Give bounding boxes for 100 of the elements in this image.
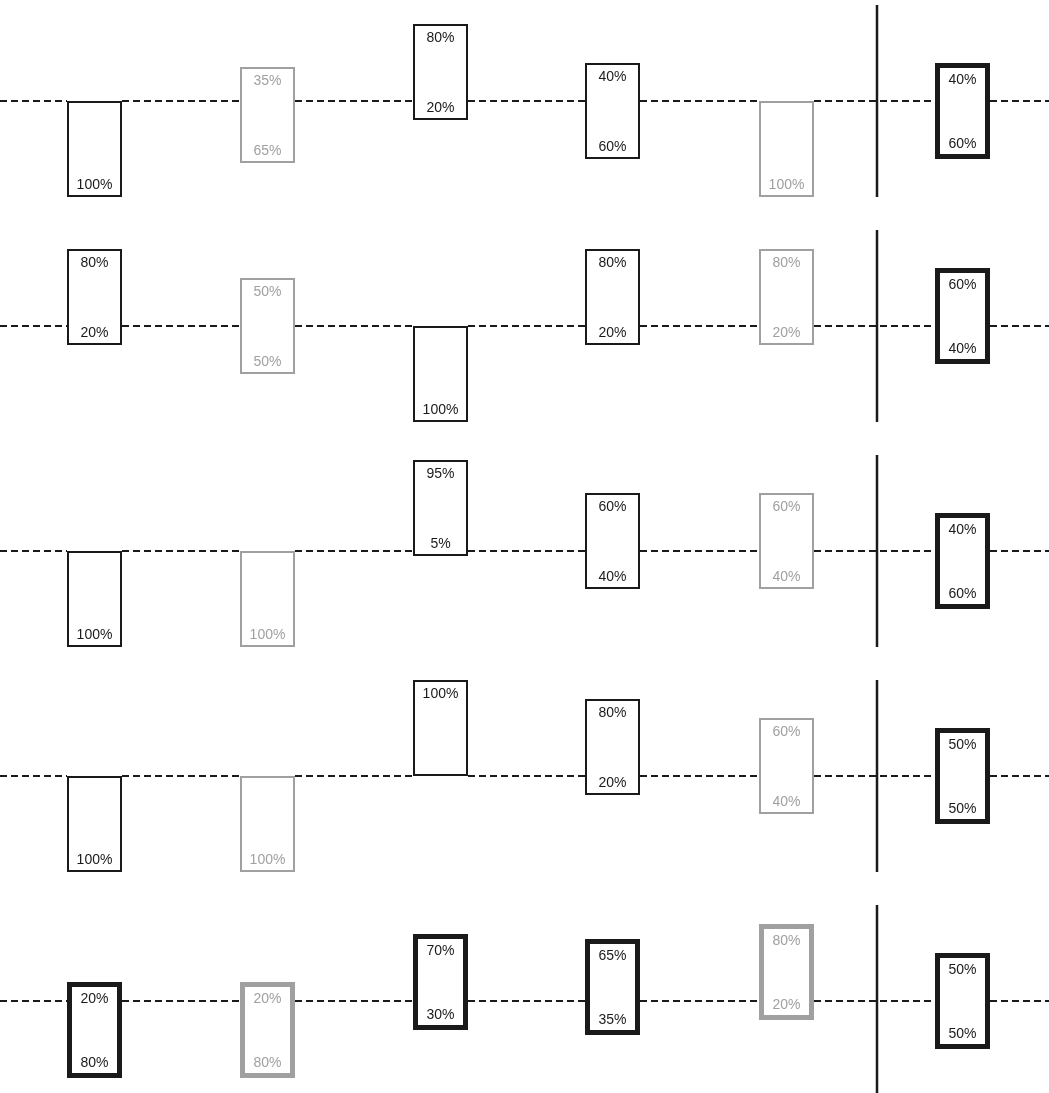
percentage-box [413,24,468,121]
dashed-line [467,775,586,777]
percentage-label: 100% [422,401,459,417]
percentage-box [759,924,814,1021]
dashed-line [0,100,68,102]
percentage-label: 40% [598,568,627,585]
percentage-label: 50% [253,353,282,369]
percentage-label: 50% [253,283,282,299]
percentage-box [935,728,990,824]
dashed-line [467,550,586,552]
dashed-line [121,100,241,102]
percentage-label: 20% [426,99,455,116]
percentage-label: 60% [948,134,977,151]
percentage-box [240,67,295,164]
percentage-box [240,551,295,647]
percentage-label: 20% [80,989,109,1006]
percentage-label: 35% [253,72,282,89]
percentage-label: 80% [426,29,455,46]
dashed-line [639,100,760,102]
dashed-line [0,775,68,777]
dashed-line [989,325,1049,327]
percentage-label: 100% [422,685,459,701]
percentage-label: 40% [948,340,977,357]
percentage-label: 70% [426,941,455,958]
percentage-label: 20% [80,324,109,341]
percentage-box [413,933,468,1030]
dashed-line [989,775,1049,777]
dashed-line [467,100,586,102]
percentage-label: 60% [598,137,627,154]
percentage-box [585,62,640,159]
percentage-label: 40% [948,70,977,87]
percentage-box [240,776,295,872]
percentage-box [935,268,990,365]
dashed-line [467,325,586,327]
percentage-label: 60% [772,498,801,515]
percentage-label: 60% [772,723,801,740]
percentage-box [585,249,640,346]
percentage-box [67,101,122,197]
percentage-label: 20% [253,989,282,1006]
dashed-line [294,100,414,102]
percentage-box [413,459,468,556]
dashed-line [639,1000,760,1002]
percentage-label: 30% [426,1005,455,1022]
percentage-box [413,680,468,776]
dashed-line [121,550,241,552]
percentage-label: 40% [772,793,801,810]
percentage-box [759,249,814,346]
percentage-label: 100% [76,626,113,642]
percentage-label: 100% [249,851,286,867]
percentage-box [759,101,814,197]
percentage-label: 40% [772,568,801,585]
percentage-label: 50% [948,800,977,816]
percentage-label: 20% [772,996,801,1013]
dashed-line [639,550,760,552]
dashed-line [294,325,414,327]
percentage-label: 100% [768,176,805,192]
dashed-line [121,1000,241,1002]
percentage-box [240,278,295,374]
percentage-box [585,493,640,590]
percentage-label: 20% [598,324,627,341]
dashed-line [121,325,241,327]
percentage-label: 65% [253,142,282,159]
percentage-box [67,981,122,1078]
dashed-line [0,550,68,552]
percentage-label: 65% [598,946,627,963]
dashed-line [639,775,760,777]
percentage-label: 80% [253,1053,282,1070]
percentage-box [759,493,814,590]
percentage-box [935,512,990,609]
percentage-label: 40% [598,67,627,84]
percentage-label: 50% [948,1025,977,1041]
percentage-label: 60% [948,276,977,293]
percentage-label: 50% [948,961,977,977]
percentage-label: 95% [426,464,455,481]
percentage-label: 80% [772,932,801,949]
percentage-box [585,699,640,796]
percentage-label: 80% [772,254,801,271]
dashed-line [294,550,414,552]
dashed-line [989,550,1049,552]
dashed-line [467,1000,586,1002]
dashed-line [989,100,1049,102]
percentage-label: 40% [948,520,977,537]
percentage-label: 20% [772,324,801,341]
percentage-label: 100% [76,176,113,192]
percentage-label: 60% [598,498,627,515]
percentage-label: 50% [948,736,977,752]
percentage-box [240,981,295,1078]
dashed-line [989,1000,1049,1002]
percentage-label: 100% [76,851,113,867]
percentage-box [67,551,122,647]
percentage-label: 80% [80,254,109,271]
percentage-label: 80% [598,254,627,271]
dashed-line [294,1000,414,1002]
percentage-box [413,326,468,422]
percentage-box [67,776,122,872]
percentage-box [935,62,990,159]
percentage-label: 80% [598,704,627,721]
percentage-label: 100% [249,626,286,642]
percentage-label: 5% [430,534,451,551]
percentage-label: 60% [948,584,977,601]
